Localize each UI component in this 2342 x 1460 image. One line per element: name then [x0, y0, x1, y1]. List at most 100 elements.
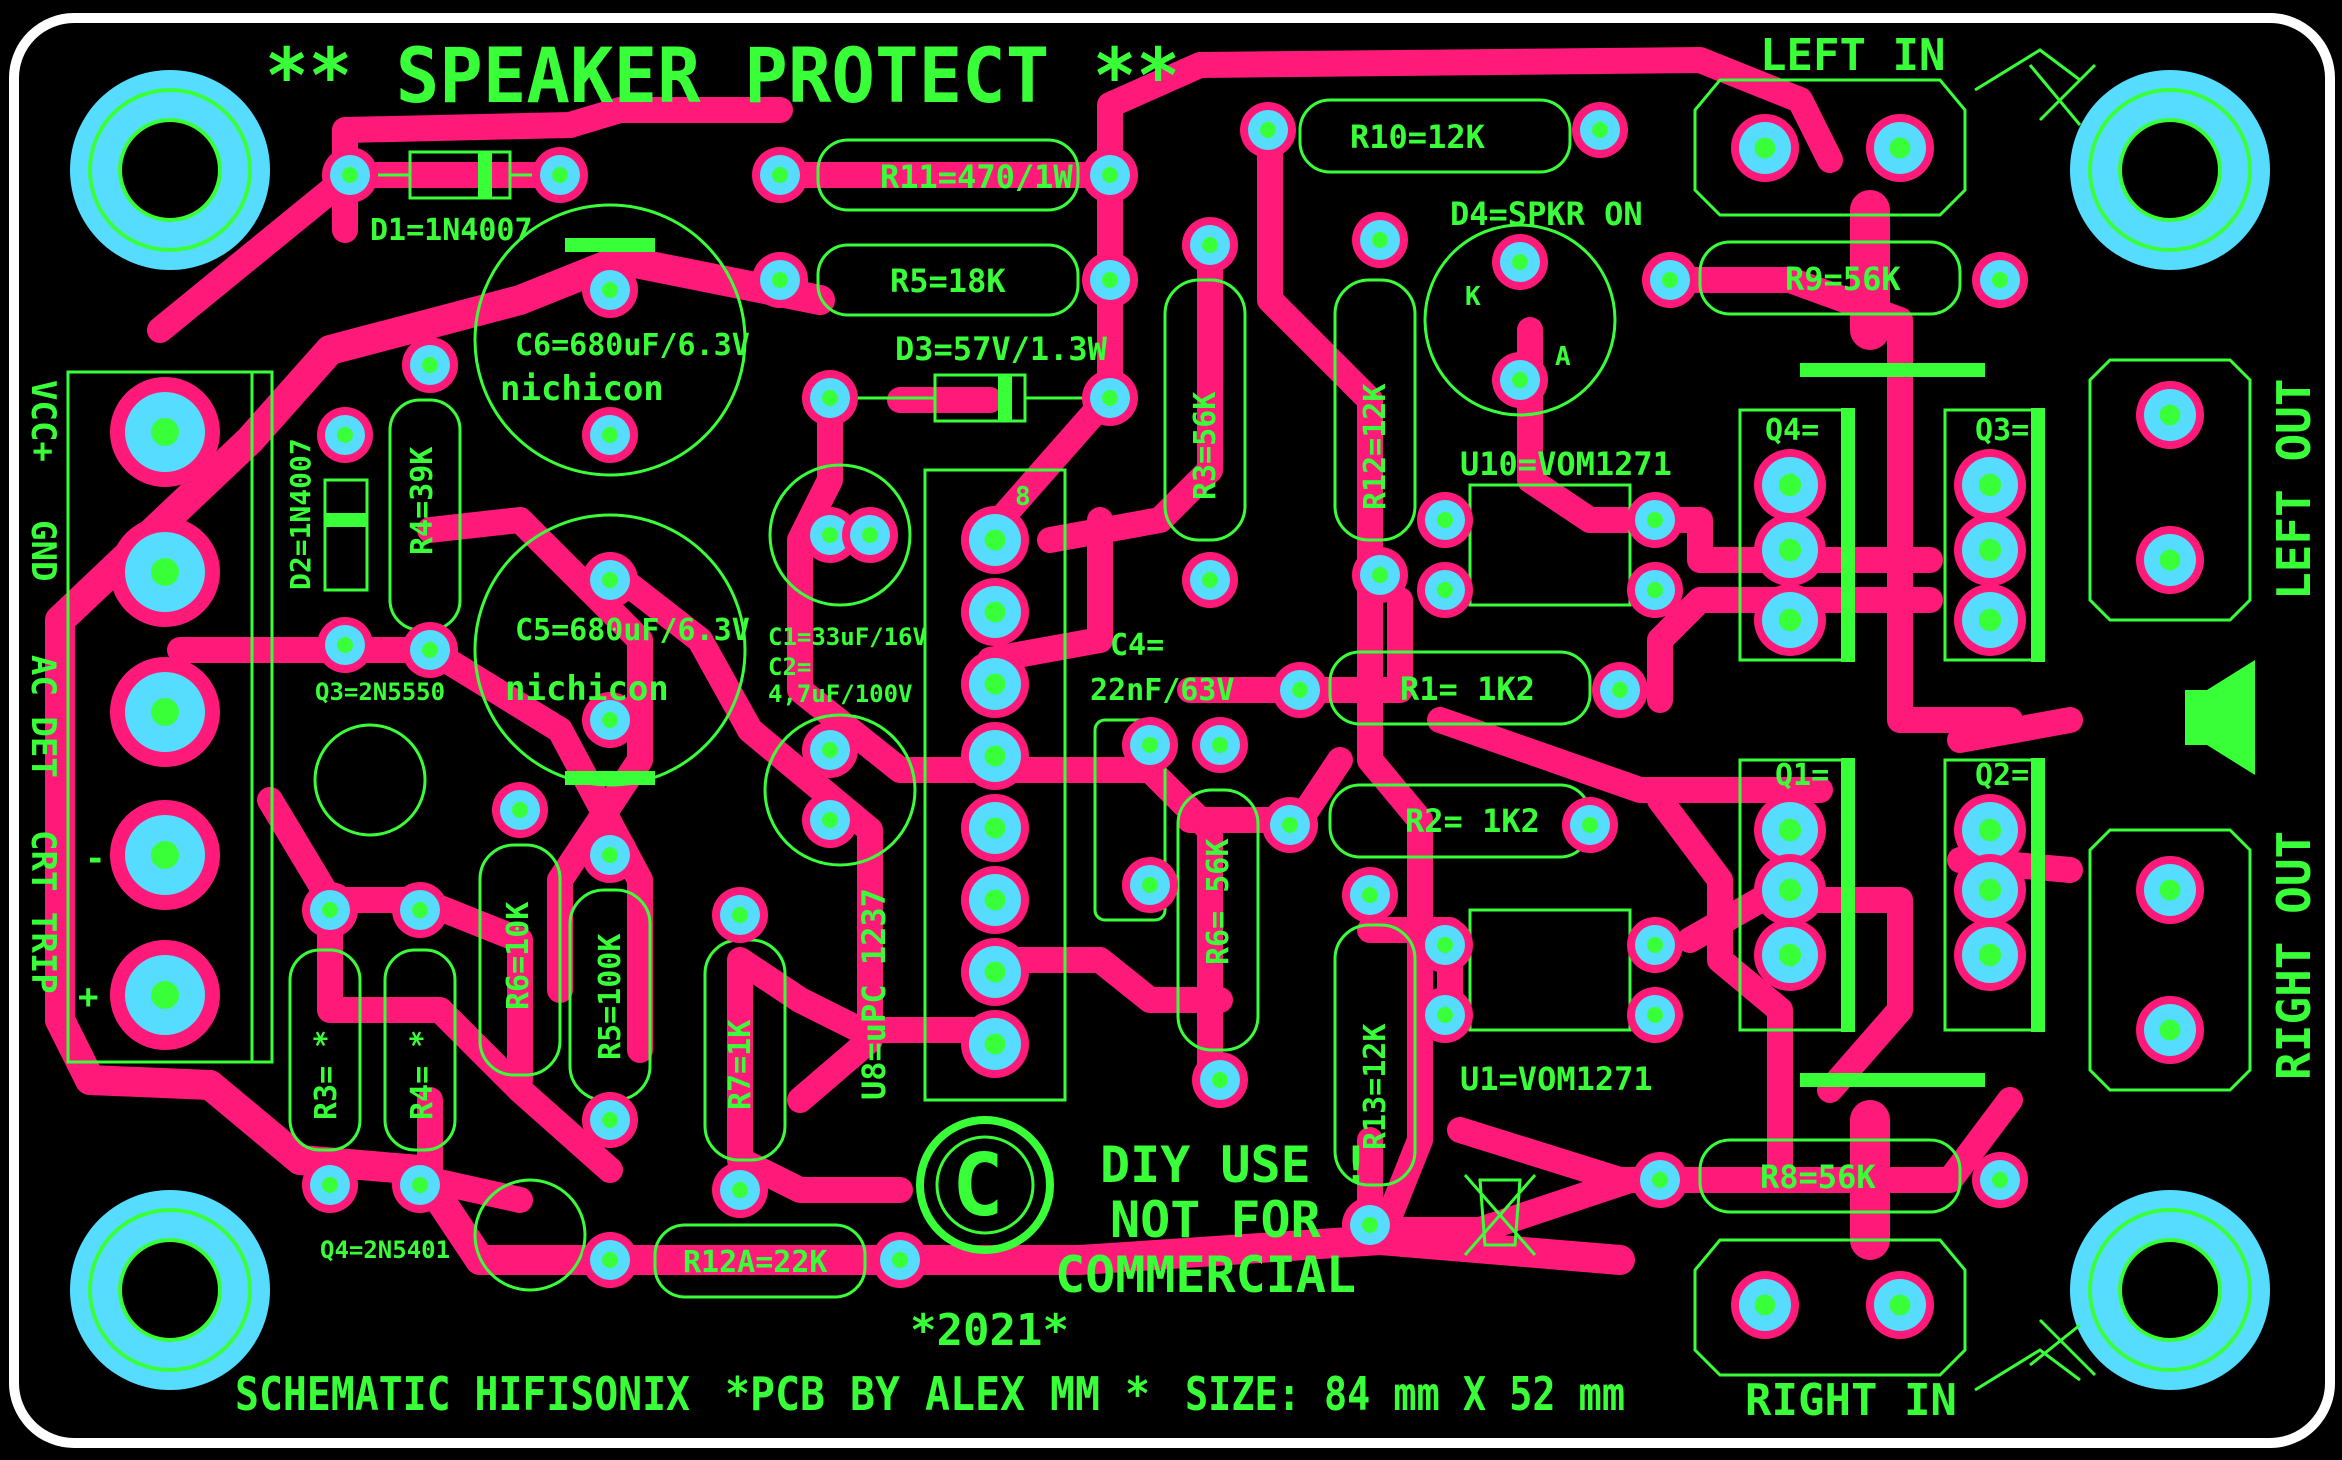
- brand-c6: nichicon: [500, 369, 664, 409]
- pad: [802, 722, 858, 778]
- label-r5-left: R5=100K: [593, 934, 628, 1060]
- pad: [802, 507, 858, 563]
- pad: [392, 1157, 448, 1213]
- pad: [322, 147, 378, 203]
- label-r6-left: R6=10K: [501, 902, 536, 1010]
- pad: [1082, 370, 1138, 426]
- pad: [317, 617, 373, 673]
- pad: [961, 938, 1029, 1006]
- pad: [1342, 1197, 1398, 1253]
- pad: [1754, 919, 1826, 991]
- label-crt-trip: CRT TRIP: [23, 830, 63, 994]
- pad: [1562, 797, 1618, 853]
- mounting-hole-tl: [70, 70, 270, 270]
- notice-line-3: COMMERCIAL: [1055, 1246, 1356, 1304]
- pad: [1592, 662, 1648, 718]
- label-c2-value: 4,7uF/100V: [768, 680, 913, 708]
- notice-line-2: NOT FOR: [1110, 1191, 1322, 1249]
- pad: [1272, 662, 1328, 718]
- label-c5: C5=680uF/6.3V: [515, 613, 750, 648]
- pad: [802, 792, 858, 848]
- pad: [1954, 919, 2026, 991]
- copyright-symbol: C: [952, 1136, 1004, 1236]
- pad: [1754, 794, 1826, 866]
- pad: [1492, 234, 1548, 290]
- pad: [1082, 147, 1138, 203]
- label-u1: U1=VOM1271: [1460, 1060, 1653, 1098]
- label-pin8: 8: [1015, 482, 1031, 512]
- label-d3: D3=57V/1.3W: [895, 330, 1108, 368]
- label-r1: R1= 1K2: [1400, 670, 1535, 708]
- label-r10: R10=12K: [1350, 118, 1486, 156]
- label-u10: U10=VOM1271: [1460, 445, 1672, 483]
- pad: [1866, 114, 1934, 182]
- pad: [1954, 854, 2026, 926]
- terminal-pads: [110, 377, 220, 1050]
- pads: [302, 102, 2204, 1339]
- pad: [1754, 854, 1826, 926]
- label-r11: R11=470/1W: [880, 158, 1073, 196]
- pad: [582, 827, 638, 883]
- pad: [752, 252, 808, 308]
- pad: [1972, 252, 2028, 308]
- pad: [961, 794, 1029, 862]
- terminal-labels: VCC+ GND AC DET CRT TRIP: [23, 380, 63, 994]
- pad: [492, 782, 548, 838]
- label-r6-right: R6= 56K: [1201, 839, 1236, 965]
- pad: [1731, 1271, 1799, 1339]
- pad: [752, 147, 808, 203]
- antenna-icon-bottom: [1974, 1318, 2097, 1392]
- pad: [1122, 857, 1178, 913]
- label-right-in: RIGHT IN: [1745, 1375, 1957, 1426]
- pad: [1642, 252, 1698, 308]
- pad: [1754, 514, 1826, 586]
- mounting-hole-br: [2070, 1190, 2270, 1390]
- board-title: ** SPEAKER PROTECT **: [265, 31, 1180, 120]
- pad: [582, 262, 638, 318]
- pad: [1262, 797, 1318, 853]
- pad: [402, 337, 458, 393]
- label-d2: D2=1N4007: [284, 438, 317, 590]
- label-r5-top: R5=18K: [890, 262, 1006, 300]
- label-q3-transistor: Q3=2N5550: [315, 678, 445, 706]
- pad: [1572, 102, 1628, 158]
- pad: [802, 370, 858, 426]
- bin-icon: [1463, 1174, 1537, 1256]
- footer-schematic: SCHEMATIC HIFISONIX: [235, 1367, 690, 1421]
- footer-pcb-by: *PCB BY ALEX MM *: [725, 1367, 1150, 1421]
- pad: [1954, 794, 2026, 866]
- label-r3-star: R3= *: [309, 1030, 344, 1120]
- label-right-out: RIGHT OUT: [2267, 831, 2321, 1080]
- pad: [842, 507, 898, 563]
- pad: [1182, 217, 1238, 273]
- terminal-block: - +: [66, 370, 274, 1064]
- label-a: A: [1555, 342, 1571, 372]
- pad: [582, 1092, 638, 1148]
- pad: [582, 407, 638, 463]
- label-q2-relay: Q2=: [1975, 758, 2029, 793]
- label-r4-star: R4= *: [405, 1030, 440, 1120]
- pad: [2136, 381, 2204, 449]
- footer-size: SIZE: 84 mm X 52 mm: [1185, 1367, 1625, 1421]
- label-r2: R2= 1K2: [1405, 802, 1540, 840]
- pad: [532, 147, 588, 203]
- pad: [1954, 449, 2026, 521]
- terminal-minus: -: [85, 839, 105, 879]
- label-c4-value: 22nF/63V: [1090, 673, 1235, 708]
- pad: [961, 722, 1029, 790]
- pad: [1754, 449, 1826, 521]
- brand-c5: nichicon: [505, 669, 669, 709]
- label-left-in: LEFT IN: [1760, 30, 1945, 81]
- label-q4-transistor: Q4=2N5401: [320, 1236, 450, 1264]
- pad: [317, 407, 373, 463]
- pad: [1352, 212, 1408, 268]
- pad: [302, 882, 358, 938]
- pad: [1627, 987, 1683, 1043]
- pad: [1240, 102, 1296, 158]
- pad: [302, 1157, 358, 1213]
- label-c4: C4=: [1110, 628, 1164, 663]
- label-c6: C6=680uF/6.3V: [515, 328, 750, 363]
- pad: [392, 882, 448, 938]
- pad: [1972, 1152, 2028, 1208]
- pad: [2136, 526, 2204, 594]
